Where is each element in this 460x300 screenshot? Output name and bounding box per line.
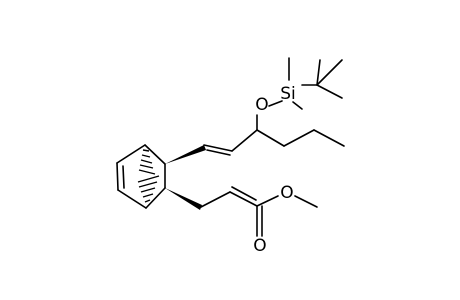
hexenyl-chain	[203, 129, 345, 156]
silicon-label: Si	[280, 84, 296, 104]
carbonyl-oxygen-label: O	[253, 236, 266, 256]
norbornene-ring	[116, 144, 166, 209]
silyl-ether-bonds	[256, 100, 283, 131]
bridgehead-hash-bonds	[137, 149, 160, 203]
silicon-methyl-bonds	[288, 57, 303, 110]
acrylate-chain	[200, 186, 318, 237]
tert-butyl-group	[301, 59, 343, 99]
silyl-ether-oxygen-label: O	[255, 95, 268, 115]
ester-oxygen-label: O	[280, 183, 293, 203]
stereo-wedge-bonds	[165, 145, 206, 210]
